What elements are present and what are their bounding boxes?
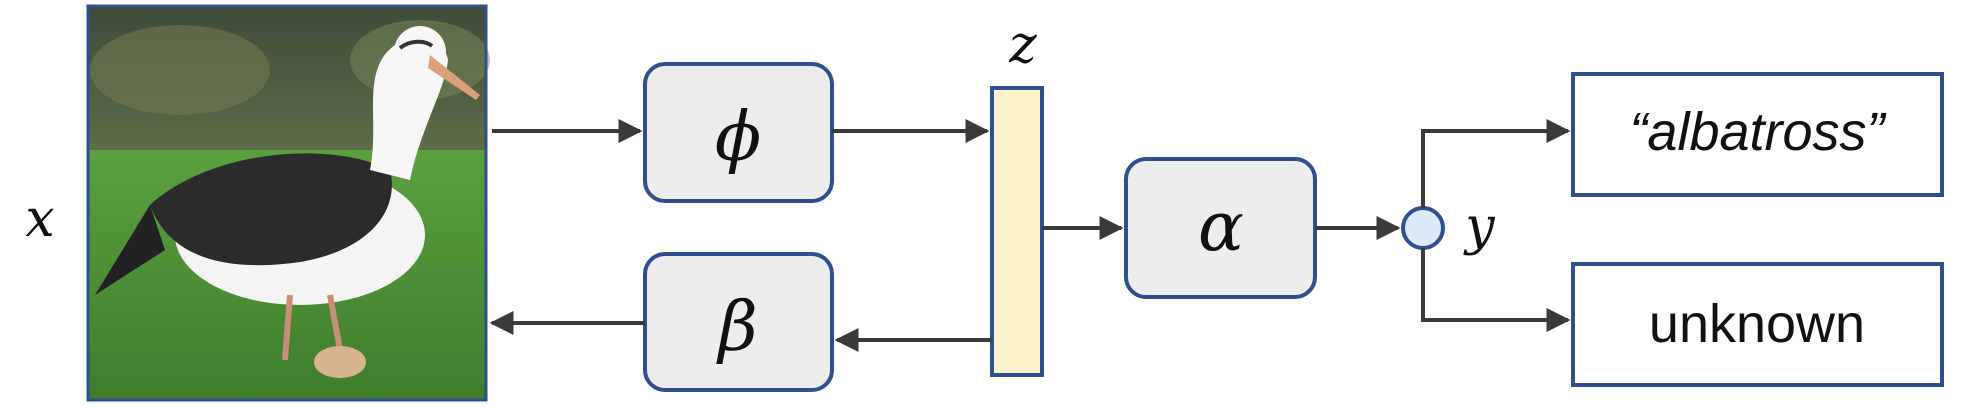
latent-variable-z: z: [1008, 15, 1037, 75]
latent-z-bar: [990, 86, 1044, 377]
output-node-y: [1401, 206, 1445, 250]
input-variable-x: x: [25, 189, 54, 249]
alpha-classifier-label: α: [1198, 188, 1244, 267]
phi-encoder-label: ϕ: [715, 98, 761, 177]
label-output-text: “albatross”: [1629, 102, 1886, 162]
beta-decoder-label: β: [715, 288, 757, 367]
unknown-output-box: [1571, 262, 1944, 387]
output-variable-y: y: [1463, 197, 1495, 257]
input-image: [86, 4, 490, 402]
unknown-output-text: unknown: [1649, 294, 1865, 354]
arrow-y-to-label: [1421, 119, 1571, 208]
albatross-figure: [95, 26, 480, 378]
arrow-y-to-unknown: [1421, 248, 1571, 332]
label-output-box: [1571, 72, 1944, 197]
